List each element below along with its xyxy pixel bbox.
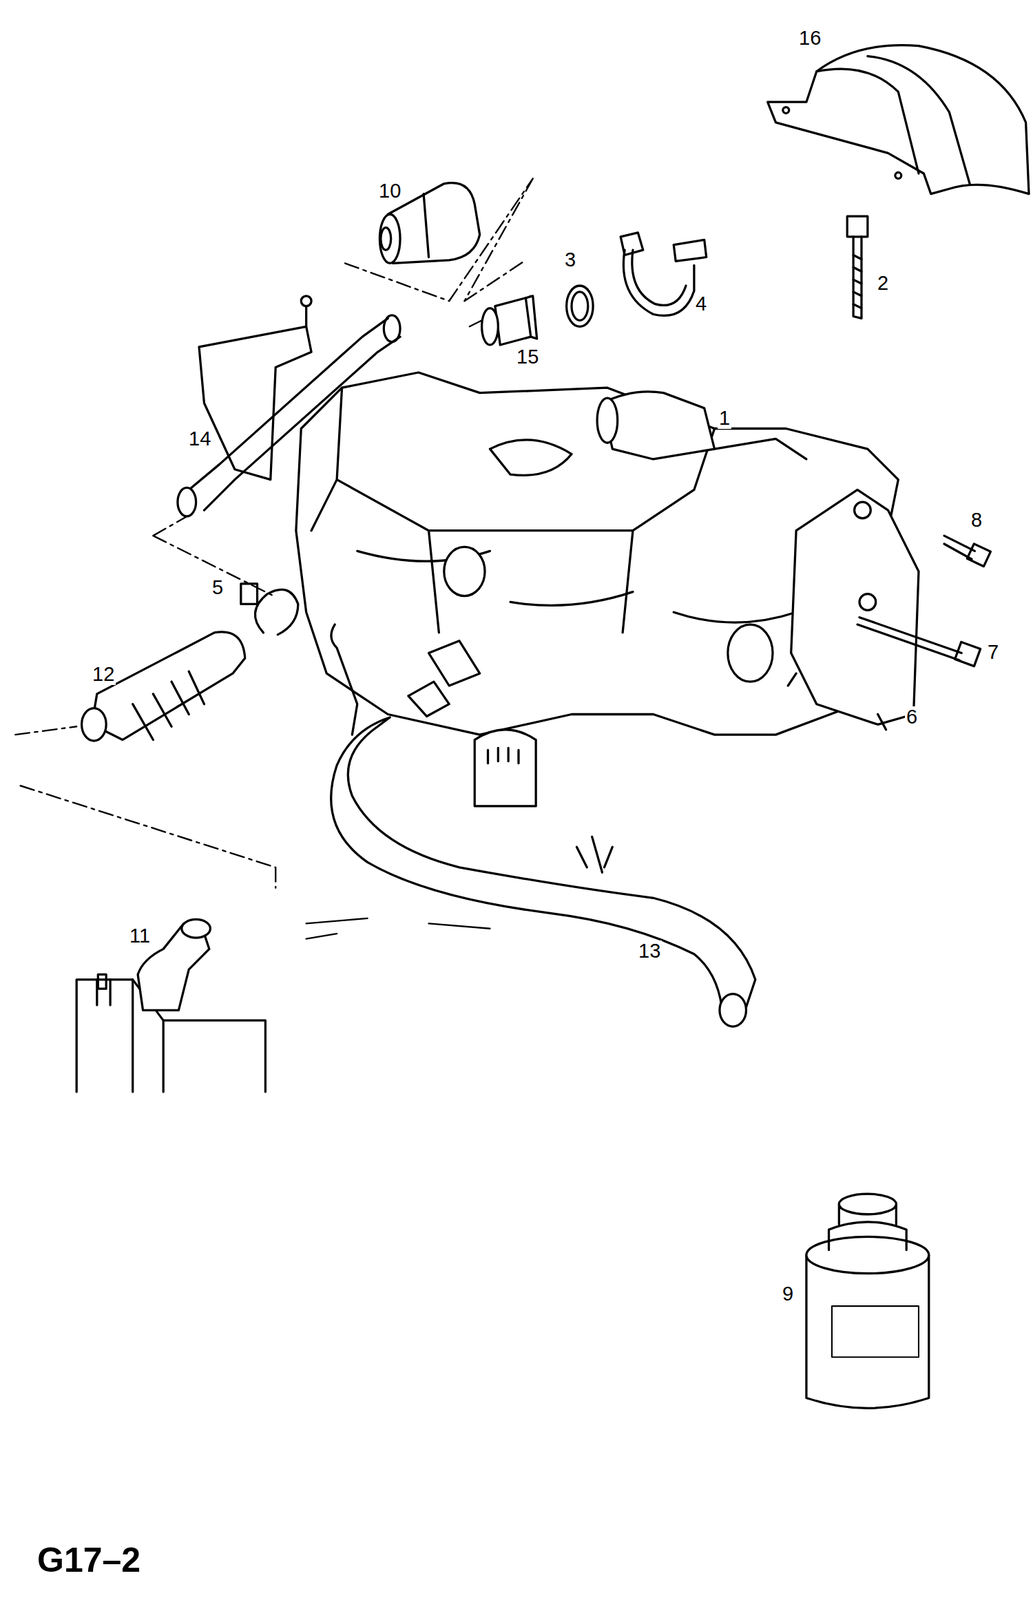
callout-number: 2 bbox=[875, 272, 890, 295]
callout-number: 3 bbox=[563, 249, 578, 271]
callout-number: 12 bbox=[90, 663, 116, 686]
callout-number: 15 bbox=[515, 346, 540, 368]
callout-number: 8 bbox=[969, 509, 984, 531]
callout-number: 16 bbox=[797, 27, 823, 49]
callout-number: 11 bbox=[128, 925, 152, 947]
callout-number: 13 bbox=[637, 940, 662, 963]
callout-number: 14 bbox=[187, 428, 213, 450]
callout-number: 10 bbox=[377, 180, 403, 202]
callout-number: 5 bbox=[210, 577, 225, 599]
callout-number: 4 bbox=[694, 293, 708, 315]
figure-code: G17–2 bbox=[35, 1542, 142, 1579]
callout-number: 7 bbox=[986, 641, 1000, 664]
callout-number: 9 bbox=[780, 1283, 795, 1306]
callout-number: 1 bbox=[717, 407, 732, 430]
callout-number: 6 bbox=[904, 706, 919, 728]
